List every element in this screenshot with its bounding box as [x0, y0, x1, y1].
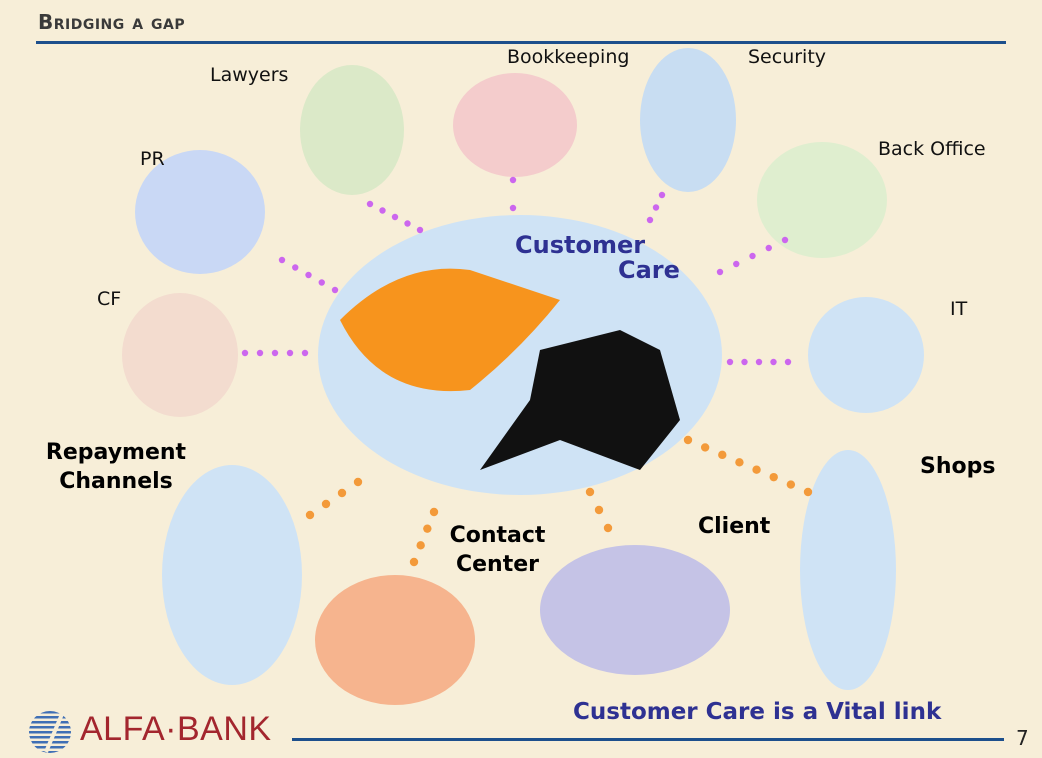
connector-dot-pr	[292, 264, 299, 271]
clipart-blobs	[122, 48, 924, 705]
connector-dot-client	[594, 505, 604, 515]
connector-dot-pr	[305, 271, 312, 279]
lawyers-illustration	[300, 65, 404, 195]
connector-dot-repayment	[321, 499, 331, 509]
label-bookkeeping: Bookkeeping	[507, 46, 630, 68]
connector-dot-it	[741, 358, 748, 366]
connector-dot-contact-center	[429, 507, 439, 517]
label-lawyers: Lawyers	[210, 64, 289, 86]
flame-scissors-figure	[340, 268, 560, 392]
connector-dot-back-office	[781, 236, 789, 244]
bookkeeping-illustration	[453, 73, 577, 177]
connector-dot-shops	[700, 443, 710, 452]
label-back-office: Back Office	[878, 138, 986, 160]
connector-dot-lawyers	[366, 200, 374, 208]
connector-dot-cf	[286, 349, 294, 357]
connector-dot-contact-center	[409, 557, 419, 567]
connector-dot-shops	[769, 472, 778, 482]
label-repayment-line2: Channels	[59, 469, 173, 494]
connector-dot-security	[646, 216, 654, 224]
connector-dot-back-office	[716, 268, 724, 276]
connector-dot-shops	[803, 487, 813, 497]
connector-dot-contact-center	[416, 541, 425, 550]
back-office-illustration	[757, 142, 887, 258]
connector-dot-pr	[331, 286, 339, 294]
connector-dot-shops	[718, 450, 727, 460]
connector-dot-it	[770, 358, 777, 366]
label-shops: Shops	[920, 454, 996, 479]
connector-dot-pr	[278, 256, 286, 264]
label-repayment-line1: Repayment	[45, 440, 187, 465]
security-illustration	[640, 48, 736, 192]
alfa-bank-logo-text: ALFA·BANK	[80, 710, 272, 748]
connector-dot-repayment	[353, 477, 363, 487]
connector-dot-lawyers	[391, 213, 399, 221]
connector-dot-client	[603, 523, 613, 533]
cf-illustration	[122, 293, 238, 417]
label-contact-center: Contact Center	[440, 521, 555, 579]
connector-dot-repayment	[305, 510, 315, 520]
label-security: Security	[748, 46, 827, 68]
repayment-illustration	[162, 465, 302, 685]
connector-dot-lawyers	[404, 220, 411, 227]
connector-dot-it	[726, 358, 734, 366]
customer-care-figure	[480, 330, 680, 470]
connector-dot-cf	[256, 349, 264, 357]
connector-dot-back-office	[733, 260, 740, 268]
connector-dot-shops	[683, 435, 693, 445]
center-label-line1: Customer	[515, 231, 646, 259]
pr-illustration	[135, 150, 265, 274]
client-illustration	[540, 545, 730, 675]
label-it: IT	[950, 298, 968, 320]
connector-dot-cf	[301, 349, 309, 357]
connector-dot-back-office	[749, 252, 756, 260]
connector-dot-shops	[752, 465, 761, 474]
page-number: 7	[1016, 726, 1029, 750]
connector-dot-bookkeeping	[509, 204, 517, 212]
connector-dot-shops	[735, 458, 744, 467]
label-repayment-channels: Repayment Channels	[30, 438, 202, 496]
slide-title: Bridging a gap	[38, 10, 186, 34]
connector-dot-security	[652, 204, 660, 211]
label-pr: PR	[140, 148, 165, 170]
label-contact-line1: Contact	[449, 523, 546, 548]
label-cf: CF	[97, 288, 122, 310]
connector-dot-pr	[318, 279, 325, 286]
footer-rule	[292, 738, 1004, 741]
connector-dot-back-office	[765, 244, 772, 252]
connector-dot-it	[755, 358, 763, 366]
label-client: Client	[698, 514, 771, 539]
alfa-bank-logo-icon	[29, 711, 71, 753]
connector-dot-client	[585, 487, 595, 497]
center-label-line2: Care	[618, 256, 680, 284]
tagline: Customer Care is a Vital link	[573, 699, 942, 725]
it-illustration	[808, 297, 924, 413]
connector-dot-lawyers	[379, 207, 386, 214]
title-rule	[36, 41, 1006, 44]
connector-dot-contact-center	[423, 524, 432, 533]
connector-dot-repayment	[337, 488, 347, 498]
connector-dot-security	[658, 191, 666, 199]
connector-dot-bookkeeping	[509, 176, 517, 184]
connector-dot-cf	[241, 349, 249, 357]
label-contact-line2: Center	[455, 552, 539, 577]
connector-dot-cf	[271, 349, 279, 357]
connector-dot-it	[784, 358, 792, 366]
shops-illustration	[800, 450, 896, 690]
connector-dot-lawyers	[416, 226, 424, 234]
connector-dots	[241, 176, 813, 567]
connector-dot-shops	[786, 480, 796, 489]
contact-center-illustration	[315, 575, 475, 705]
